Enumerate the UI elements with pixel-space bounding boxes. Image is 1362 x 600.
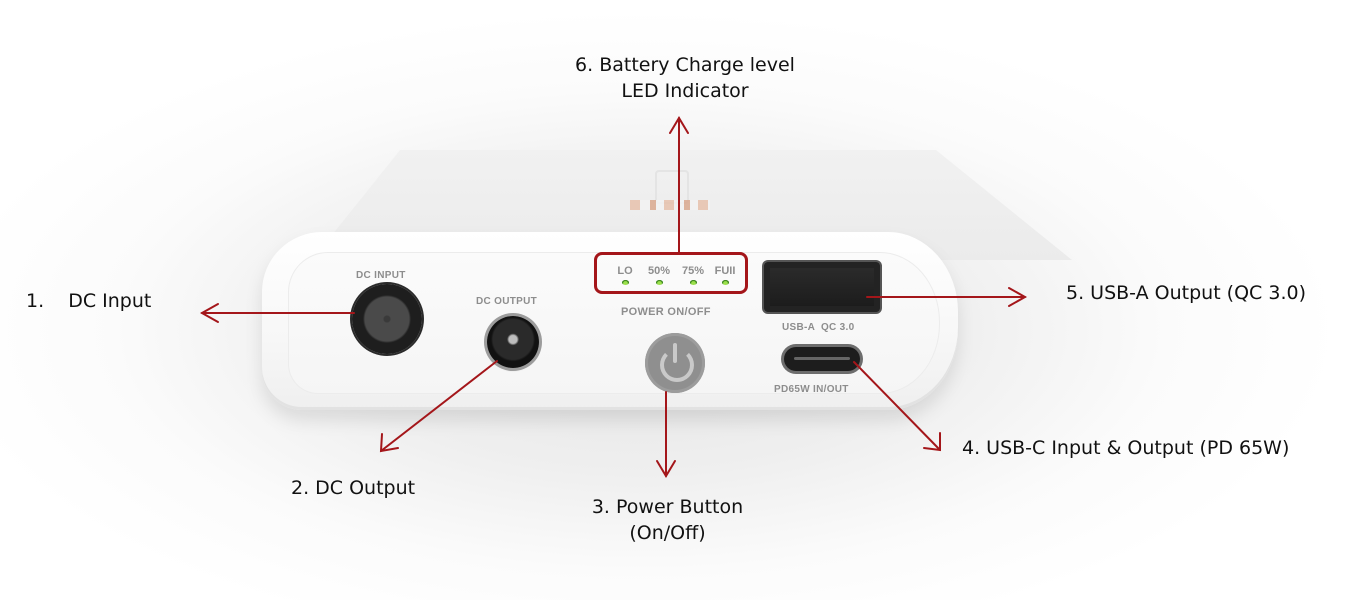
dc-input-port bbox=[352, 284, 422, 354]
arrowhead-usb-c bbox=[923, 432, 941, 452]
power-icon bbox=[660, 348, 694, 382]
callout-line: LED Indicator bbox=[621, 80, 749, 102]
led-light-icon bbox=[721, 280, 729, 285]
power-button bbox=[645, 333, 705, 393]
callout-line: (On/Off) bbox=[629, 522, 706, 544]
led-75: 75% bbox=[673, 265, 713, 285]
callout-line: 6. Battery Charge level bbox=[575, 54, 795, 76]
led-light-icon bbox=[689, 280, 697, 285]
callout-label: DC Input bbox=[68, 290, 152, 312]
arrowhead-dc-output bbox=[379, 433, 399, 453]
arrowhead-led bbox=[669, 116, 689, 134]
top-sticker bbox=[630, 200, 710, 210]
led-label: FUII bbox=[714, 265, 736, 277]
led-lo: LO bbox=[605, 265, 645, 285]
dc-output-port bbox=[487, 316, 539, 368]
arrow-dc-output bbox=[380, 360, 498, 452]
led-label: LO bbox=[617, 265, 633, 277]
arrow-usb-c bbox=[853, 361, 941, 451]
led-light-icon bbox=[621, 280, 629, 285]
callout-power-button: 3. Power Button (On/Off) bbox=[575, 494, 760, 546]
led-label: 75% bbox=[681, 265, 705, 277]
callout-number: 1. bbox=[26, 290, 45, 312]
led-light-icon bbox=[655, 280, 663, 285]
usb-a-label: USB-A QC 3.0 bbox=[782, 322, 855, 333]
arrowhead-usb-a bbox=[1008, 287, 1028, 307]
dc-input-label: DC INPUT bbox=[356, 270, 406, 281]
led-indicator-highlight: LO 50% 75% FUII bbox=[594, 252, 748, 294]
usb-a-port bbox=[764, 262, 880, 312]
led-label: 50% bbox=[647, 265, 671, 277]
callout-line: 3. Power Button bbox=[591, 496, 744, 518]
led-full: FUII bbox=[705, 265, 745, 285]
led-50: 50% bbox=[639, 265, 679, 285]
callout-dc-output: 2. DC Output bbox=[291, 477, 416, 499]
dc-output-label: DC OUTPUT bbox=[476, 296, 538, 307]
callout-usb-a: 5. USB-A Output (QC 3.0) bbox=[1066, 282, 1306, 304]
arrowhead-power bbox=[656, 460, 676, 478]
callout-dc-input: 1. DC Input bbox=[26, 288, 151, 314]
callout-led-indicator: 6. Battery Charge level LED Indicator bbox=[545, 52, 825, 104]
arrowhead-dc-input bbox=[199, 303, 219, 323]
usb-c-port bbox=[784, 347, 860, 371]
power-label: POWER ON/OFF bbox=[621, 306, 711, 318]
power-icon-bar bbox=[673, 343, 677, 363]
callout-usb-c: 4. USB-C Input & Output (PD 65W) bbox=[962, 437, 1290, 459]
usb-c-label: PD65W IN/OUT bbox=[774, 384, 849, 395]
